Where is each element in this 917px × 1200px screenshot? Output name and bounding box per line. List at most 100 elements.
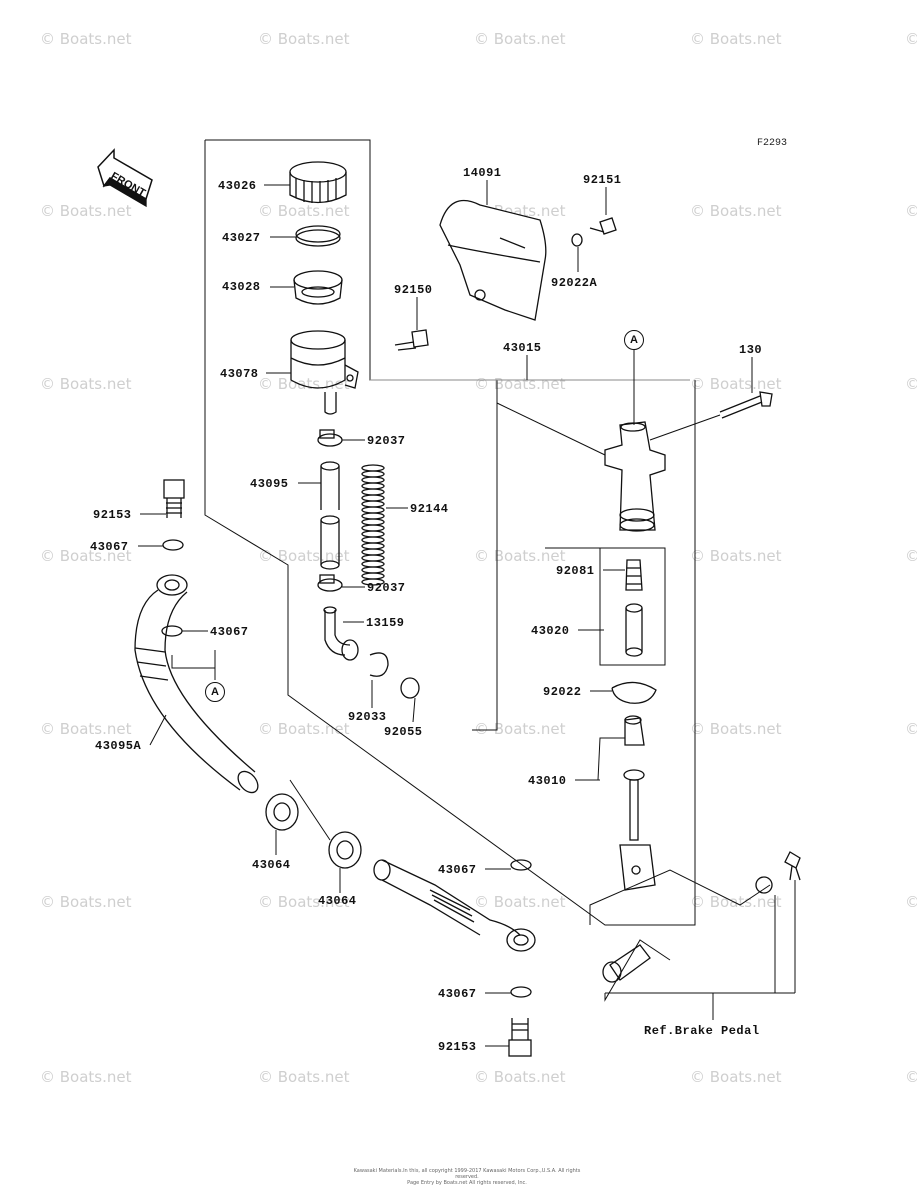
watermark-text: © Boats.net (905, 547, 917, 565)
part-label-92033[interactable]: 92033 (348, 710, 387, 724)
master-cylinder-spring (625, 559, 643, 591)
hose-protector-spring (361, 464, 385, 586)
part-label-92081[interactable]: 92081 (556, 564, 595, 578)
watermark-text: © Boats.net (905, 893, 917, 911)
watermark-text: © Boats.net (40, 547, 132, 565)
hose-grommet-1 (265, 793, 299, 831)
watermark-text: © Boats.net (258, 1068, 350, 1086)
part-label-43028[interactable]: 43028 (222, 280, 261, 294)
part-label-43067-1[interactable]: 43067 (90, 540, 129, 554)
part-label-43064-1[interactable]: 43064 (252, 858, 291, 872)
watermark-text: © Boats.net (690, 893, 782, 911)
watermark-text: © Boats.net (905, 202, 917, 220)
watermark-text: © Boats.net (690, 202, 782, 220)
reservoir-plate (295, 225, 341, 247)
watermark-text: © Boats.net (690, 375, 782, 393)
reservoir-bolt (394, 329, 429, 351)
part-label-92150[interactable]: 92150 (394, 283, 433, 297)
watermark-text: © Boats.net (40, 720, 132, 738)
reference-marker-a-bottom: A (205, 682, 225, 702)
banjo-washer-bottom-1 (510, 859, 532, 871)
front-arrow-icon: FRONT (97, 148, 153, 208)
watermark-text: © Boats.net (258, 720, 350, 738)
part-label-43095A[interactable]: 43095A (95, 739, 142, 753)
part-label-43064-2[interactable]: 43064 (318, 894, 357, 908)
banjo-washer-top-1 (162, 539, 184, 551)
watermark-text: © Boats.net (258, 893, 350, 911)
ref-brake-pedal-label[interactable]: Ref.Brake Pedal (644, 1024, 760, 1038)
part-label-43067-4[interactable]: 43067 (438, 987, 477, 1001)
part-label-43010[interactable]: 43010 (528, 774, 567, 788)
copyright-line-1: Kawasaki Materials.In this, all copyrigh… (353, 1168, 581, 1180)
brake-hose (134, 574, 259, 794)
copyright-notice: Kawasaki Materials.In this, all copyrigh… (352, 1168, 582, 1186)
part-label-92055[interactable]: 92055 (384, 725, 423, 739)
piston-circlip (611, 681, 657, 704)
push-rod-assembly (619, 715, 656, 891)
watermark-text: © Boats.net (40, 375, 132, 393)
part-label-43026[interactable]: 43026 (218, 179, 257, 193)
cotter-pin (784, 851, 801, 881)
watermark-text: © Boats.net (474, 1068, 566, 1086)
assembly-outline (204, 139, 796, 1020)
watermark-text: © Boats.net (905, 30, 917, 48)
part-label-130[interactable]: 130 (739, 343, 763, 357)
copyright-line-2: Page Entry by Boats.net All rights reser… (407, 1180, 527, 1186)
watermark-text: © Boats.net (905, 375, 917, 393)
part-label-43027[interactable]: 43027 (222, 231, 261, 245)
master-cylinder-cover (439, 199, 547, 321)
banjo-bolt-bottom (508, 1018, 532, 1057)
banjo-washer-top-2 (161, 625, 183, 637)
hose-fitting-elbow (323, 606, 359, 661)
watermark-text: © Boats.net (474, 30, 566, 48)
watermark-text: © Boats.net (258, 202, 350, 220)
banjo-bolt-top (163, 479, 185, 518)
hose-clamp-top (317, 429, 343, 447)
watermark-text: © Boats.net (905, 720, 917, 738)
watermark-text: © Boats.net (690, 1068, 782, 1086)
cover-bolt (589, 217, 617, 235)
part-label-92037-bottom[interactable]: 92037 (367, 581, 406, 595)
reservoir-body (290, 330, 359, 415)
watermark-text: © Boats.net (258, 30, 350, 48)
part-label-92153-bottom[interactable]: 92153 (438, 1040, 477, 1054)
mounting-bolt (719, 391, 773, 419)
watermark-text: © Boats.net (690, 30, 782, 48)
hose-clamp-bottom (317, 574, 343, 592)
part-label-43067-3[interactable]: 43067 (438, 863, 477, 877)
watermark-text: © Boats.net (40, 1068, 132, 1086)
reservoir-diaphragm (293, 270, 343, 305)
reservoir-cap (289, 161, 347, 204)
clevis-pin (602, 944, 651, 983)
reference-marker-a-top: A (624, 330, 644, 350)
watermark-text: © Boats.net (474, 893, 566, 911)
part-label-92022[interactable]: 92022 (543, 685, 582, 699)
part-label-43020[interactable]: 43020 (531, 624, 570, 638)
watermark-text: © Boats.net (258, 375, 350, 393)
part-label-14091[interactable]: 14091 (463, 166, 502, 180)
part-label-92153-top[interactable]: 92153 (93, 508, 132, 522)
leader-lines (138, 180, 753, 1047)
watermark-text: © Boats.net (40, 202, 132, 220)
watermark-text: © Boats.net (905, 1068, 917, 1086)
clevis-washer (755, 876, 773, 894)
part-label-92022A[interactable]: 92022A (551, 276, 598, 290)
part-label-43067-2[interactable]: 43067 (210, 625, 249, 639)
circlip (369, 652, 389, 677)
brake-hose-lower (373, 859, 536, 952)
watermark-text: © Boats.net (690, 547, 782, 565)
reservoir-hose (320, 461, 340, 570)
watermark-text: © Boats.net (40, 893, 132, 911)
part-label-43078[interactable]: 43078 (220, 367, 259, 381)
part-label-43015[interactable]: 43015 (503, 341, 542, 355)
part-label-43095[interactable]: 43095 (250, 477, 289, 491)
cover-washer (571, 233, 583, 247)
part-label-92144[interactable]: 92144 (410, 502, 449, 516)
master-cylinder-body (604, 421, 666, 532)
part-label-92037-top[interactable]: 92037 (367, 434, 406, 448)
diagram-code: F2293 (757, 138, 788, 149)
part-label-92151[interactable]: 92151 (583, 173, 622, 187)
part-label-13159[interactable]: 13159 (366, 616, 405, 630)
